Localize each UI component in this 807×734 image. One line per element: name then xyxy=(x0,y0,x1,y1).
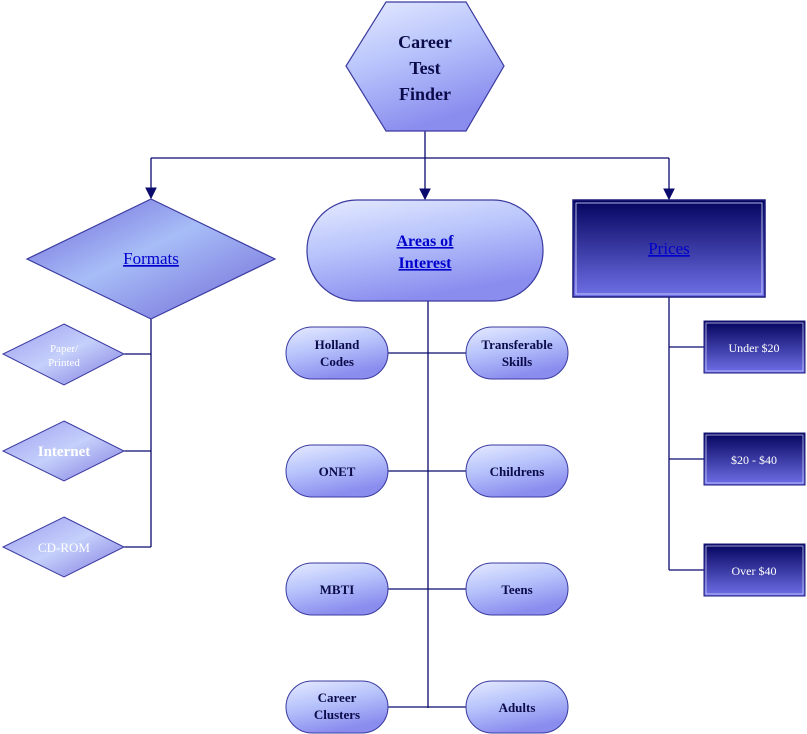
area-teens-label: Teens xyxy=(501,582,532,597)
area-mbti[interactable]: MBTI xyxy=(285,562,389,616)
formats-node[interactable]: Formats xyxy=(25,198,277,320)
area-adults-pill xyxy=(465,680,569,734)
areas-pill xyxy=(306,199,544,302)
price-over-40-box xyxy=(703,543,806,597)
prices-link[interactable]: Prices xyxy=(648,239,690,258)
formats-link[interactable]: Formats xyxy=(123,249,179,268)
area-onet[interactable]: ONET xyxy=(285,444,389,498)
formats-item-cdrom-label: CD-ROM xyxy=(38,540,90,555)
area-childrens-label: Childrens xyxy=(490,464,545,479)
area-onet-pill xyxy=(285,444,389,498)
area-childrens-pill xyxy=(465,444,569,498)
formats-diamond xyxy=(25,198,277,320)
price-under-20[interactable]: Under $20 xyxy=(703,320,806,374)
area-holland-codes-pill xyxy=(285,326,389,380)
price-20-40-box xyxy=(703,432,806,486)
area-transferable-skills-line-2: Skills xyxy=(502,354,532,369)
price-20-40[interactable]: $20 - $40 xyxy=(703,432,806,486)
area-career-clusters-pill xyxy=(285,680,389,734)
price-over-40[interactable]: Over $40 xyxy=(703,543,806,597)
formats-item-cdrom-diamond xyxy=(1,516,126,578)
area-mbti-pill xyxy=(285,562,389,616)
formats-item-paper[interactable]: Paper/ Printed xyxy=(1,323,126,386)
area-career-clusters-line-2: Clusters xyxy=(314,707,360,722)
area-career-clusters-line-1: Career xyxy=(318,690,357,705)
root-node: Career Test Finder xyxy=(345,1,505,132)
area-transferable-skills-pill xyxy=(465,326,569,380)
connectors xyxy=(124,131,704,708)
price-under-20-box xyxy=(703,320,806,374)
area-adults-label: Adults xyxy=(499,700,536,715)
price-under-20-label: Under $20 xyxy=(729,341,780,355)
price-under-20-inner-border xyxy=(705,322,804,372)
price-over-40-inner-border xyxy=(705,545,804,595)
prices-box xyxy=(572,199,766,298)
area-career-clusters[interactable]: Career Clusters xyxy=(285,680,389,734)
root-line-1: Career xyxy=(398,32,452,52)
formats-item-cdrom[interactable]: CD-ROM xyxy=(1,516,126,578)
area-adults[interactable]: Adults xyxy=(465,680,569,734)
areas-node[interactable]: Areas of Interest xyxy=(306,199,544,302)
area-transferable-skills-line-1: Transferable xyxy=(481,337,552,352)
area-holland-codes-line-2: Codes xyxy=(320,354,354,369)
area-holland-codes[interactable]: Holland Codes xyxy=(285,326,389,380)
prices-box-inner-border xyxy=(575,202,763,295)
area-childrens[interactable]: Childrens xyxy=(465,444,569,498)
area-holland-codes-line-1: Holland xyxy=(315,337,361,352)
area-transferable-skills[interactable]: Transferable Skills xyxy=(465,326,569,380)
areas-link-line-1[interactable]: Areas of xyxy=(396,233,454,250)
price-20-40-inner-border xyxy=(705,434,804,484)
formats-item-internet-label: Internet xyxy=(38,444,91,460)
formats-item-paper-diamond xyxy=(1,323,126,386)
areas-link-line-2[interactable]: Interest xyxy=(398,255,452,272)
root-hexagon xyxy=(345,1,505,132)
root-line-3: Finder xyxy=(399,84,451,104)
area-teens[interactable]: Teens xyxy=(465,562,569,616)
price-over-40-label: Over $40 xyxy=(732,564,777,578)
area-mbti-label: MBTI xyxy=(320,582,355,597)
formats-item-paper-line-1: Paper/ xyxy=(50,343,79,355)
area-teens-pill xyxy=(465,562,569,616)
root-line-2: Test xyxy=(409,58,440,78)
area-onet-label: ONET xyxy=(319,464,356,479)
formats-item-internet[interactable]: Internet xyxy=(1,420,126,482)
formats-item-internet-diamond xyxy=(1,420,126,482)
formats-item-paper-line-2: Printed xyxy=(48,357,80,369)
price-20-40-label: $20 - $40 xyxy=(731,453,777,467)
prices-node[interactable]: Prices xyxy=(572,199,766,298)
